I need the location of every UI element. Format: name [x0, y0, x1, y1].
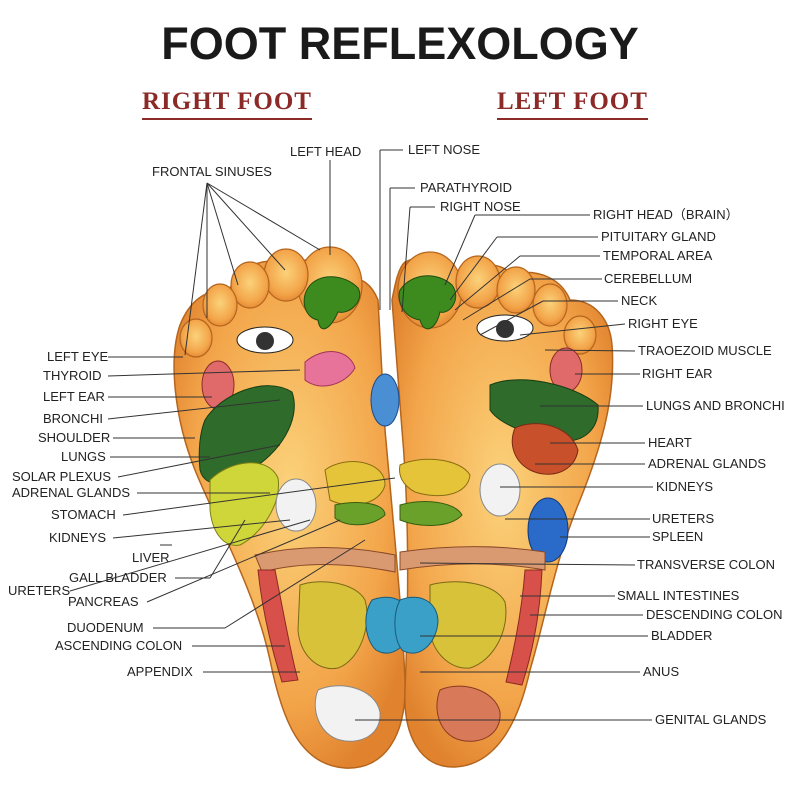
left-foot-bladder	[394, 596, 439, 654]
left-foot-genital-gland	[436, 685, 501, 742]
label-lungs: LUNGS	[61, 449, 106, 464]
right-foot-small-intestines	[297, 581, 368, 670]
label-genital-glands: GENITAL GLANDS	[655, 712, 767, 727]
left-foot-toe-3	[496, 266, 536, 314]
label-transverse-colon: TRANSVERSE COLON	[637, 557, 775, 572]
left-foot-heart	[511, 423, 579, 475]
right-foot-brain-area	[303, 276, 361, 330]
right-foot-thyroid	[304, 351, 356, 387]
label-right-head-brain: RIGHT HEAD（BRAIN）	[593, 207, 739, 222]
right-foot-toe-5	[179, 318, 213, 358]
right-foot-toe-4	[202, 283, 238, 327]
left-foot-lungs	[489, 379, 599, 442]
label-anus: ANUS	[643, 664, 680, 679]
left-foot-descending-colon	[505, 569, 543, 686]
label-pancreas: PANCREAS	[68, 594, 139, 609]
label-adrenal-glands-left: ADRENAL GLANDS	[12, 485, 130, 500]
label-ureters-left: URETERS	[8, 583, 71, 598]
left-foot-toe-2	[455, 255, 501, 309]
left-foot-toe-5	[563, 315, 597, 355]
right-foot-heading: RIGHT FOOT	[142, 88, 312, 120]
label-heart: HEART	[648, 435, 692, 450]
label-left-eye: LEFT EYE	[47, 349, 109, 364]
right-foot-toe-3	[230, 261, 270, 309]
left-foot-kidney	[479, 463, 521, 517]
right-foot-toe-2	[263, 248, 309, 302]
label-stomach: STOMACH	[51, 507, 116, 522]
label-traoezoid-muscle: TRAOEZOID MUSCLE	[638, 343, 772, 358]
label-duodenum: DUODENUM	[67, 620, 144, 635]
label-left-nose: LEFT NOSE	[408, 142, 481, 157]
label-ascending-colon: ASCENDING COLON	[55, 638, 183, 653]
label-thyroid: THYROID	[43, 368, 102, 383]
label-kidneys-left: KIDNEYS	[49, 530, 107, 545]
label-parathyroid: PARATHYROID	[420, 180, 512, 195]
left-foot-spleen	[527, 497, 569, 563]
label-solar-plexus: SOLAR PLEXUS	[12, 469, 111, 484]
label-right-nose: RIGHT NOSE	[440, 199, 521, 214]
left-foot	[370, 251, 614, 768]
label-right-eye: RIGHT EYE	[628, 316, 698, 331]
label-small-intestines: SMALL INTESTINES	[617, 588, 740, 603]
label-bronchi: BRONCHI	[43, 411, 103, 426]
right-foot-transverse-colon	[254, 547, 396, 573]
right-foot-eye-iris	[256, 332, 274, 350]
page-title: FOOT REFLEXOLOGY	[161, 18, 639, 69]
label-pituitary-gland: PITUITARY GLAND	[601, 229, 716, 244]
left-foot-brain-area	[398, 275, 457, 330]
left-foot-stomach	[399, 458, 471, 497]
label-left-head: LEFT HEAD	[290, 144, 362, 159]
label-frontal-sinuses: FRONTAL SINUSES	[152, 164, 272, 179]
right-foot-kidney	[275, 478, 317, 532]
left-foot-pancreas	[399, 501, 463, 526]
label-neck: NECK	[621, 293, 658, 308]
label-cerebellum: CEREBELLUM	[604, 271, 693, 286]
left-foot-eye-iris	[496, 320, 514, 338]
label-descending-colon: DESCENDING COLON	[646, 607, 783, 622]
label-kidneys-right: KIDNEYS	[656, 479, 714, 494]
label-left-ear: LEFT EAR	[43, 389, 105, 404]
right-foot-pancreas	[334, 502, 386, 526]
label-appendix: APPENDIX	[127, 664, 193, 679]
label-right-ear: RIGHT EAR	[642, 366, 713, 381]
label-bladder: BLADDER	[651, 628, 713, 643]
label-ureters-right: URETERS	[652, 511, 715, 526]
left-foot-toe-4	[532, 283, 568, 327]
label-gall-bladder: GALL BLADDER	[69, 570, 167, 585]
right-foot-liver	[209, 462, 279, 546]
label-spleen: SPLEEN	[652, 529, 704, 544]
left-foot-small-intestines	[429, 581, 507, 669]
label-liver: LIVER	[132, 550, 170, 565]
label-shoulder: SHOULDER	[38, 430, 111, 445]
right-foot-genital-gland	[314, 685, 381, 742]
right-foot-ascending-colon	[257, 569, 299, 683]
left-foot-heading: LEFT FOOT	[497, 88, 648, 120]
right-foot	[173, 246, 413, 769]
parathyroid-blue-gland	[370, 373, 400, 427]
label-adrenal-glands-right: ADRENAL GLANDS	[648, 456, 766, 471]
leader-lines	[69, 149, 653, 721]
label-temporal-area: TEMPORAL AREA	[603, 248, 713, 263]
label-lungs-and-bronchi: LUNGS AND BRONCHI	[646, 398, 785, 413]
